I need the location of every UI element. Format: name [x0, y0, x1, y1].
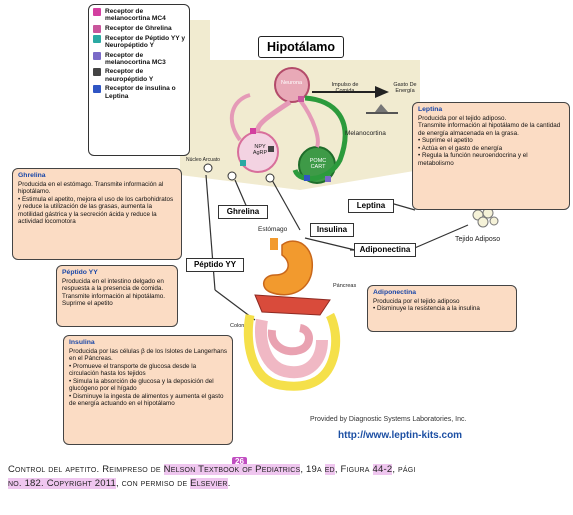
- legend-swatch-ghrelina: [93, 25, 101, 33]
- legend-swatch-npy: [93, 68, 101, 76]
- legend: Receptor de melanocortina MC4 Receptor d…: [88, 4, 190, 156]
- label-tejido: Tejido Adiposo: [455, 236, 500, 243]
- label-melanocortina: Melanocortina: [345, 130, 386, 137]
- caption-line-2: no. 182. Copyright 2011, con permiso de …: [8, 477, 573, 491]
- label-gasto: Gasto De Energía: [390, 82, 420, 94]
- label-adiponectina: Adiponectina: [354, 243, 416, 257]
- label-npy: NPY AgRP: [248, 144, 272, 156]
- label-peptido: Péptido YY: [186, 258, 244, 272]
- legend-item: Receptor de Ghrelina: [93, 25, 185, 33]
- label-colon: Colon: [230, 323, 244, 329]
- label-neurona: Neurona: [281, 80, 302, 86]
- box-ghrelina: Ghrelina Producida en el estómago. Trans…: [12, 168, 182, 260]
- diagram-title: Hipotálamo: [258, 36, 344, 58]
- label-pancreas: Páncreas: [333, 283, 356, 289]
- box-insulina: Insulina Producida por las células β de …: [63, 335, 233, 445]
- legend-swatch-insulina: [93, 85, 101, 93]
- legend-item: Receptor de melanocortina MC4: [93, 8, 185, 23]
- credit-url[interactable]: http://www.leptin-kits.com: [338, 430, 462, 441]
- legend-item: Receptor de Péptido YY y Neuropéptido Y: [93, 35, 185, 50]
- legend-item: Receptor de neuropéptido Y: [93, 68, 185, 83]
- caption-line-1: Control del apetito. Reimpreso de Nelson…: [8, 463, 573, 477]
- legend-item: Receptor de melanocortina MC3: [93, 52, 185, 67]
- label-insulina: Insulina: [310, 223, 354, 237]
- label-impulso: Impulso de Comida: [327, 82, 363, 94]
- box-adiponectina: Adiponectina Producida por el tejido adi…: [367, 285, 517, 332]
- figure-caption: Control del apetito. Reimpreso de Nelson…: [8, 463, 573, 491]
- label-pomc: POMC CART: [305, 158, 331, 170]
- label-nucleo: Núcleo Arcuato: [186, 157, 220, 163]
- label-ghrelina: Ghrelina: [218, 205, 268, 219]
- legend-swatch-peptido: [93, 35, 101, 43]
- label-leptina: Leptina: [348, 199, 394, 213]
- box-peptido: Péptido YY Producida en el intestino del…: [56, 265, 178, 327]
- credit-text: Provided by Diagnostic Systems Laborator…: [310, 416, 466, 423]
- legend-item: Receptor de insulina o Leptina: [93, 85, 185, 100]
- label-estomago: Estómago: [258, 226, 287, 233]
- legend-swatch-mc4: [93, 8, 101, 16]
- legend-swatch-mc3: [93, 52, 101, 60]
- box-leptina: Leptina Producida por el tejido adiposo.…: [412, 102, 570, 210]
